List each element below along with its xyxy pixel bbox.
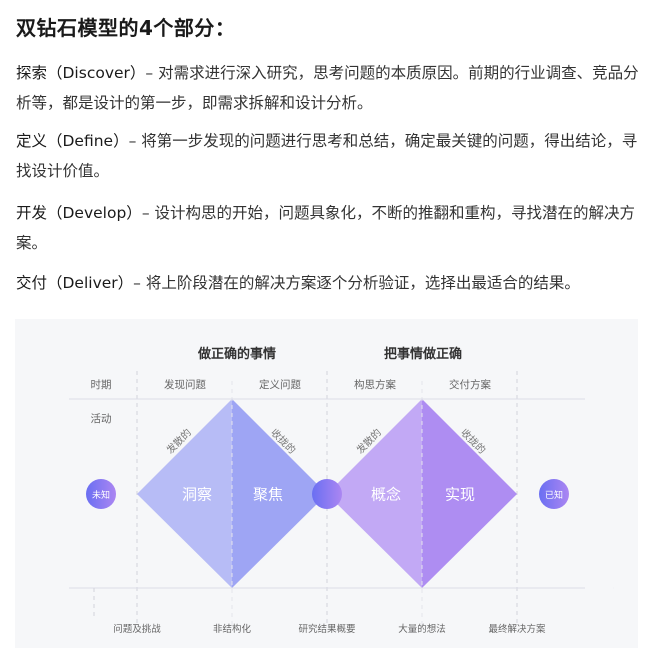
end-node-known: 已知 [539, 479, 569, 509]
term-develop: 开发（Develop） [16, 204, 142, 222]
bottom-label: 最终解决方案 [488, 624, 546, 635]
paragraph-define: 定义（Define）– 将第一步发现的问题进行思考和总结，确定最关键的问题，得出… [16, 132, 638, 180]
diamond-label-realize: 实现 [444, 485, 476, 504]
phase-label-2: 把事情做正确 [383, 347, 463, 362]
paragraph-develop: 开发（Develop）– 设计构思的开始，问题具象化，不断的推翻和重构，寻找潜在… [16, 204, 636, 252]
diamond2-left [327, 399, 422, 588]
diamond-label-concept: 概念 [370, 485, 402, 504]
bottom-label: 研究结果概要 [298, 624, 356, 635]
column-label: 交付方案 [449, 379, 491, 391]
page-title: 双钻石模型的4个部分： [16, 16, 236, 40]
paragraph-discover: 探索（Discover）– 对需求进行深入研究，思考问题的本质原因。前期的行业调… [16, 64, 639, 112]
term-deliver: 交付（Deliver） [16, 274, 134, 292]
column-dividers [136, 371, 518, 625]
paragraph-text: 对需求进行深入研究，思考问题的本质原因。前期的行业调查、竞品分析等，都是设计的第… [16, 64, 639, 112]
bottom-label: 非结构化 [212, 624, 252, 635]
center-dividers [231, 381, 423, 625]
phase-label-1: 做正确的事情 [197, 347, 277, 362]
paragraph-deliver: 交付（Deliver）– 将上阶段潜在的解决方案逐个分析验证，选择出最适合的结果… [16, 274, 580, 292]
bottom-label: 大量的想法 [398, 624, 446, 635]
bottom-ticks [93, 588, 95, 619]
row-label-period: 时期 [90, 379, 112, 391]
row-label-activity: 活动 [90, 413, 112, 425]
diagram-graphics [69, 371, 585, 625]
diamond-label-focus: 聚焦 [252, 485, 284, 504]
start-node-unknown: 未知 [86, 479, 116, 509]
diamond1-right [232, 399, 327, 588]
middle-node [312, 479, 342, 509]
paragraph-text: 设计构思的开始，问题具象化，不断的推翻和重构，寻找潜在的解决方案。 [16, 204, 636, 252]
diamond1-left [137, 399, 232, 588]
diamond-label-insight: 洞察 [181, 485, 213, 504]
paragraph-text: 将上阶段潜在的解决方案逐个分析验证，选择出最适合的结果。 [145, 274, 580, 292]
double-diamond-diagram: 做正确的事情 把事情做正确 时期 活动 发现问题 定义问题 构思方案 交付方案 … [15, 319, 638, 648]
diamond2-right [422, 399, 517, 588]
bottom-label: 问题及挑战 [113, 624, 161, 635]
paragraph-text: 将第一步发现的问题进行思考和总结，确定最关键的问题，得出结论，寻找设计价值。 [16, 132, 638, 180]
term-discover: 探索（Discover） [16, 64, 146, 82]
column-label: 构思方案 [354, 379, 396, 391]
column-label: 定义问题 [259, 379, 301, 391]
column-label: 发现问题 [164, 379, 206, 391]
term-define: 定义（Define） [16, 132, 129, 150]
